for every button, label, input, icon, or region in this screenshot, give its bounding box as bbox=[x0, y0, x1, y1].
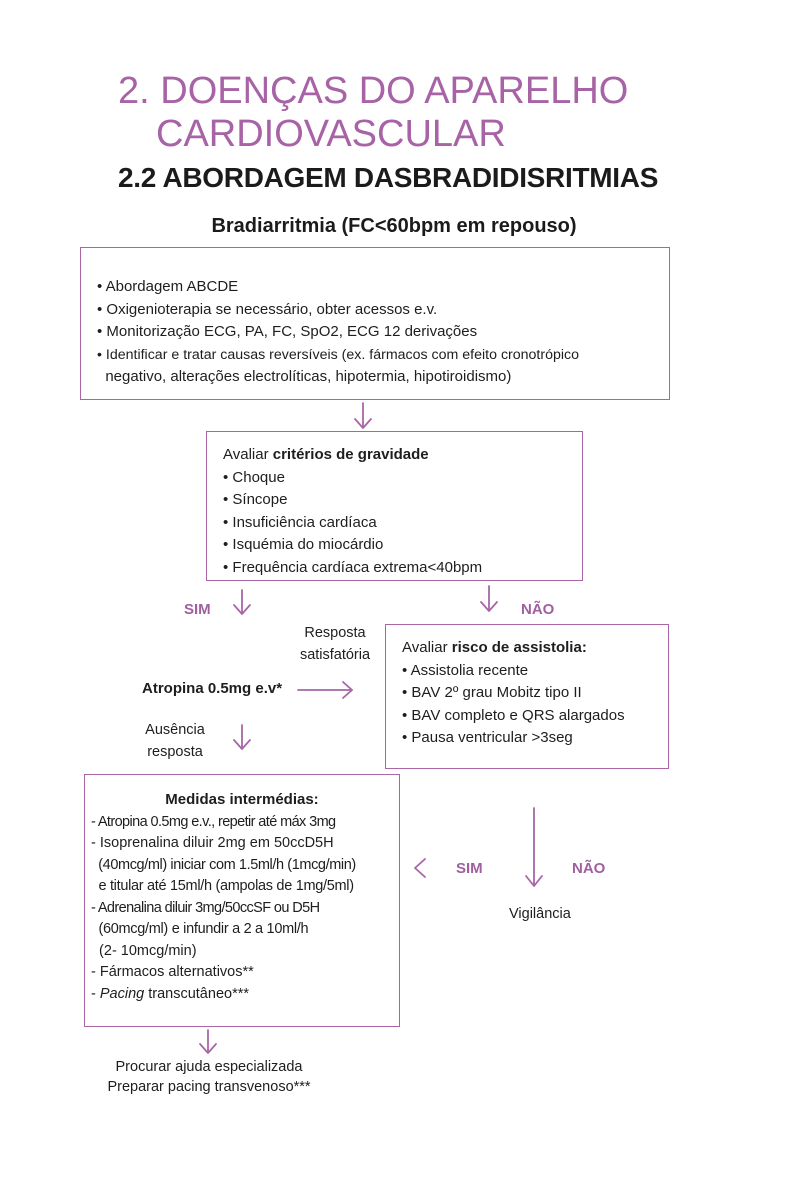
box-heading: Medidas intermédias: bbox=[165, 791, 319, 808]
list-item: e titular até 15ml/h (ampolas de 1mg/5ml… bbox=[91, 878, 354, 894]
chapter-title-line1: 2. DOENÇAS DO APARELHO bbox=[118, 70, 629, 112]
list-item: • Identificar e tratar causas reversívei… bbox=[97, 346, 580, 363]
list-item: • Choque bbox=[223, 468, 285, 486]
arrow-down-icon bbox=[233, 724, 251, 750]
list-item: (40mcg/ml) iniciar com 1.5ml/h (1mcg/min… bbox=[91, 856, 356, 873]
flowchart-subtitle: Bradiarritmia (FC<60bpm em repouso) bbox=[211, 215, 577, 237]
list-item: - Isoprenalina diluir 2mg em 50ccD5H bbox=[91, 835, 334, 851]
list-item: • Monitorização ECG, PA, FC, SpO2, ECG 1… bbox=[97, 323, 478, 340]
section-title: 2.2 ABORDAGEM DASBRADIDISRITMIAS bbox=[118, 162, 659, 193]
list-item: • Oxigenioterapia se necessário, obter a… bbox=[97, 300, 438, 318]
nao-label-mid: NÃO bbox=[572, 860, 606, 877]
list-item: • Isquémia do miocárdio bbox=[223, 536, 384, 553]
arrow-down-icon bbox=[480, 585, 498, 612]
intermediate-measures-box: Medidas intermédias: - Atropina 0.5mg e.… bbox=[84, 774, 400, 1027]
resposta-satisfatoria-label: Resposta satisfatória bbox=[299, 625, 371, 663]
list-item: • Assistolia recente bbox=[402, 661, 529, 679]
list-item: - Pacing transcutâneo*** bbox=[91, 985, 249, 1002]
sim-label-left: SIM bbox=[184, 601, 211, 618]
list-item: negativo, alterações electrolíticas, hip… bbox=[97, 368, 512, 385]
initial-approach-box: • Abordagem ABCDE • Oxigenioterapia se n… bbox=[80, 247, 670, 400]
list-item: • Pausa ventricular >3seg bbox=[402, 729, 573, 746]
ausencia-resposta-label: Ausência resposta bbox=[145, 722, 205, 760]
chapter-title-line2: CARDIOVASCULAR bbox=[156, 113, 506, 155]
box-heading: Avaliar risco de assistolia: bbox=[402, 639, 587, 656]
chapter-title: 2. DOENÇAS DO APARELHO CARDIOVASCULAR bbox=[118, 70, 678, 156]
sim-label-mid: SIM bbox=[456, 860, 483, 877]
list-item: • Frequência cardíaca extrema<40bpm bbox=[223, 558, 483, 576]
arrow-right-icon bbox=[297, 681, 353, 699]
box-heading: Avaliar critérios de gravidade bbox=[223, 446, 429, 463]
list-item: - Atropina 0.5mg e.v., repetir até máx 3… bbox=[91, 813, 336, 830]
procurar-ajuda-label: Procurar ajuda especializada Preparar pa… bbox=[107, 1059, 311, 1095]
atropina-label: Atropina 0.5mg e.v* bbox=[142, 680, 283, 697]
list-item: (2- 10mcg/min) bbox=[91, 942, 197, 959]
nao-label-right: NÃO bbox=[521, 601, 555, 618]
list-item: (60mcg/ml) e infundir a 2 a 10ml/h bbox=[91, 921, 309, 937]
list-item: - Fármacos alternativos** bbox=[91, 964, 254, 980]
list-item: • Síncope bbox=[223, 491, 288, 508]
chevron-left-icon bbox=[414, 858, 426, 878]
list-item: • Insuficiência cardíaca bbox=[223, 513, 377, 531]
list-item: • BAV 2º grau Mobitz tipo II bbox=[402, 684, 582, 701]
vigilancia-label: Vigilância bbox=[509, 906, 571, 922]
severity-criteria-box: Avaliar critérios de gravidade • Choque … bbox=[206, 431, 583, 581]
list-item: • BAV completo e QRS alargados bbox=[402, 706, 625, 724]
list-item: - Adrenalina diluir 3mg/50ccSF ou D5H bbox=[91, 899, 320, 916]
asystole-risk-box: Avaliar risco de assistolia: • Assistoli… bbox=[385, 624, 669, 769]
arrow-down-icon bbox=[199, 1029, 217, 1054]
arrow-down-icon bbox=[354, 402, 372, 429]
arrow-down-icon bbox=[525, 807, 543, 887]
list-item: • Abordagem ABCDE bbox=[97, 278, 239, 295]
arrow-down-icon bbox=[233, 589, 251, 615]
